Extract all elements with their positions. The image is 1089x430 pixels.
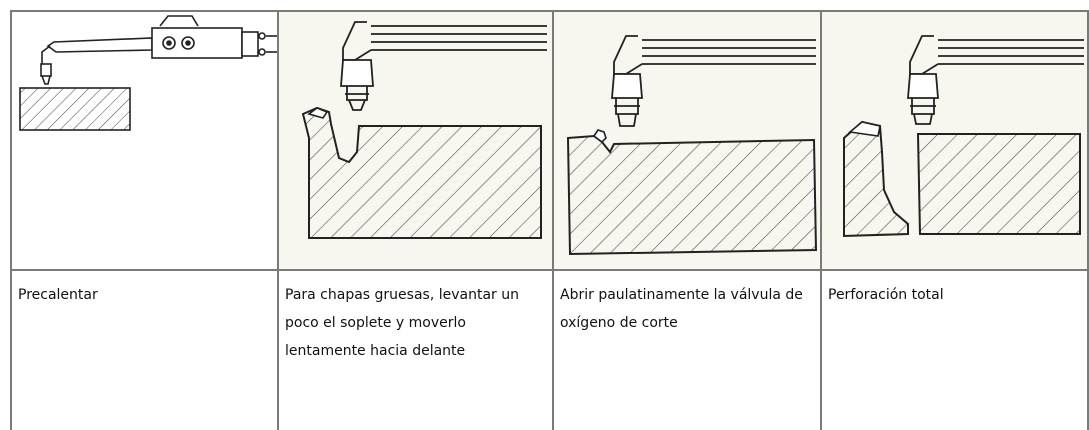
torch-oxygen-valve-icon bbox=[554, 12, 820, 269]
step-1-caption: Precalentar bbox=[18, 287, 98, 303]
table-col-divider-2 bbox=[552, 10, 554, 430]
table-row-divider bbox=[10, 269, 1089, 271]
step-3-caption: Abrir paulatinamente la válvula de oxíge… bbox=[560, 287, 803, 331]
torch-preheat-icon bbox=[19, 15, 277, 131]
table-col-divider-3 bbox=[820, 10, 822, 430]
table-right-border bbox=[1087, 10, 1089, 430]
table-left-border bbox=[10, 10, 12, 430]
step-4-caption: Perforación total bbox=[828, 287, 944, 303]
step-4-illustration bbox=[822, 12, 1087, 269]
step-1-illustration bbox=[12, 12, 277, 269]
step-2-illustration bbox=[279, 12, 552, 269]
torch-piercing-start-icon bbox=[279, 12, 552, 269]
step-3-illustration bbox=[554, 12, 820, 269]
torch-full-pierce-icon bbox=[822, 12, 1087, 269]
table-top-border bbox=[10, 10, 1089, 12]
table-col-divider-1 bbox=[277, 10, 279, 430]
step-2-caption: Para chapas gruesas, levantar un poco el… bbox=[285, 287, 519, 359]
